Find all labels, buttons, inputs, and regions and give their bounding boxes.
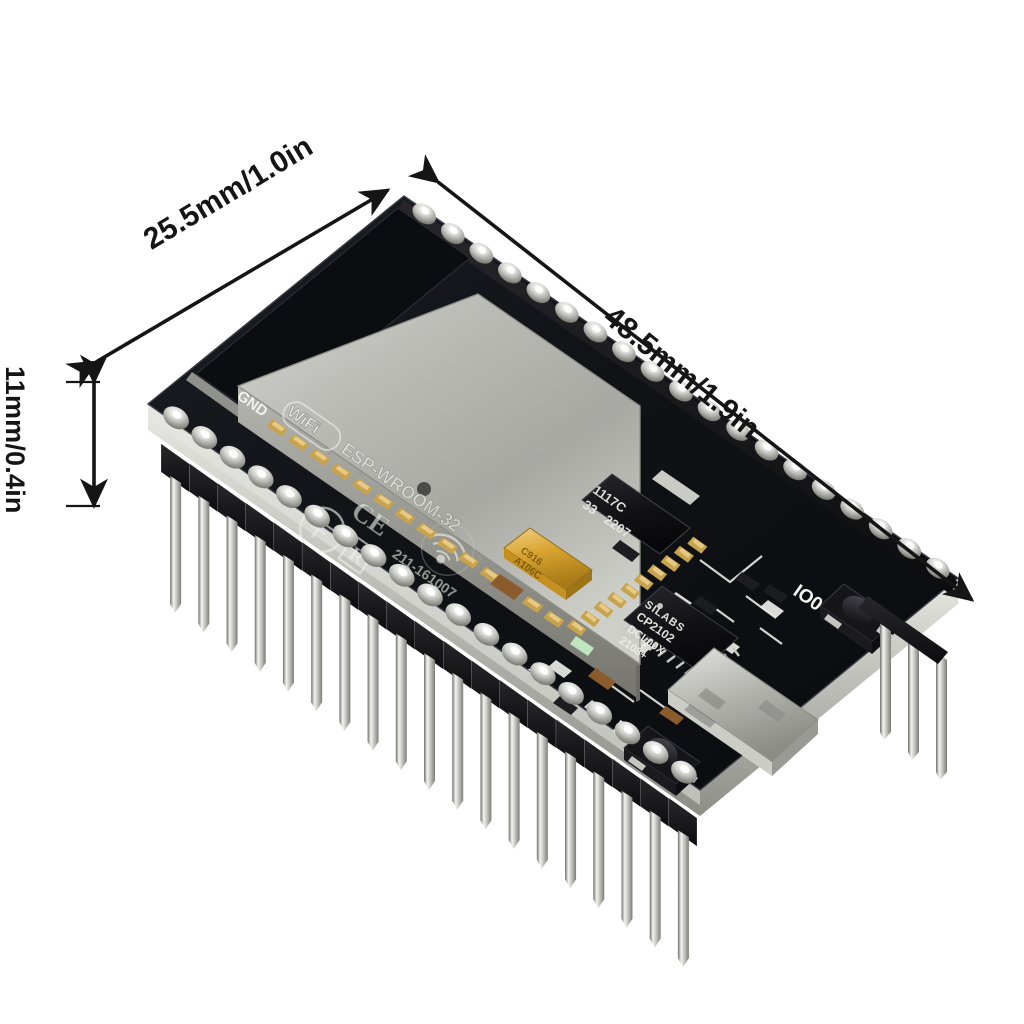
header-pin [677, 830, 689, 968]
header-plastic-block [302, 542, 331, 591]
header-plastic-block [245, 502, 274, 551]
header-pin-assembly [358, 544, 387, 751]
header-pin [367, 613, 379, 751]
usb-uart-bridge-ic: SILABS CP2102 DCL00X 2108+ [617, 585, 740, 675]
pin-highlight [313, 509, 323, 518]
header-pin-assembly [499, 642, 528, 850]
header-plastic-block [273, 522, 302, 571]
header-pin [565, 751, 577, 889]
header-pin [621, 790, 633, 928]
pin-highlight [454, 607, 464, 616]
power-led [570, 636, 594, 656]
pin-highlight [172, 410, 182, 419]
header-plastic-block [443, 640, 472, 689]
pin-highlight [567, 686, 577, 695]
castellation-highlight [356, 480, 370, 491]
pin-highlight [228, 450, 239, 459]
header-pin [593, 771, 605, 909]
ic-pin1-dot [657, 603, 663, 609]
header-pin [282, 554, 294, 692]
header-pin-assembly [302, 504, 331, 712]
header-pin [508, 712, 520, 850]
header-plastic-block [668, 798, 697, 847]
header-plastic-block [556, 719, 585, 768]
far-header-long-pins [858, 596, 948, 780]
pin-header-row-near [161, 406, 697, 968]
header-pin-assembly [189, 426, 218, 633]
header-plastic-block [640, 778, 669, 827]
header-pin-assembly [273, 485, 302, 692]
header-pin [452, 672, 464, 810]
header-pin-assembly [443, 603, 472, 810]
castellation-highlight [585, 612, 598, 623]
micro-usb-connector [667, 647, 819, 776]
header-plastic-block [330, 561, 359, 610]
header-pin [395, 633, 407, 771]
header-plastic-block [499, 680, 528, 729]
pin-highlight [285, 489, 295, 498]
header-pin [880, 612, 891, 740]
header-pin-assembly [161, 406, 190, 613]
wifi-logo-ring [282, 401, 342, 451]
castellation-highlight [335, 465, 349, 476]
header-plastic-block [471, 660, 500, 709]
castellation-highlight [314, 450, 328, 461]
header-plastic-block [358, 581, 387, 630]
header-pin-assembly [556, 681, 585, 889]
header-pin [311, 574, 323, 712]
header-plastic-block [386, 601, 415, 650]
header-pin [908, 632, 919, 760]
header-pin [649, 810, 661, 948]
header-pin-assembly [584, 701, 613, 909]
castellation-highlight [292, 436, 306, 447]
header-pin-assembly [527, 662, 556, 869]
header-pin [936, 652, 947, 780]
pin-highlight [510, 646, 521, 656]
header-plastic-block [415, 621, 443, 669]
pin-highlight [398, 568, 408, 577]
castellation-highlight [378, 494, 392, 505]
header-plastic-block [612, 758, 641, 807]
header-pin-assembly [217, 445, 246, 653]
pin-highlight [651, 745, 662, 754]
pin-highlight [341, 528, 351, 538]
header-plastic-block [584, 739, 613, 788]
header-pin-assembly [668, 760, 697, 968]
header-pin [424, 653, 435, 790]
pin-highlight [595, 705, 605, 715]
pin-highlight [680, 765, 690, 774]
pin-highlight [539, 666, 549, 675]
header-pin-assembly [640, 741, 669, 948]
header-plastic-block [217, 483, 246, 532]
header-pin-assembly [245, 465, 274, 672]
header-pin [339, 593, 351, 731]
header-pin-assembly [471, 622, 500, 830]
pin-highlight [482, 627, 492, 636]
castellation-highlight [271, 421, 285, 432]
header-pin [198, 495, 210, 633]
header-plastic-block [858, 596, 948, 664]
header-pin [226, 515, 238, 653]
header-pin [536, 731, 548, 869]
header-plastic-block [527, 699, 556, 748]
pin-highlight [200, 430, 210, 439]
header-pin [254, 534, 266, 672]
header-pin [480, 692, 492, 830]
pin-highlight [257, 469, 267, 478]
castellation-highlight [598, 603, 611, 613]
pin-highlight [623, 725, 633, 734]
castellation-highlight [548, 612, 562, 623]
header-plastic-block [189, 463, 218, 512]
header-plastic-block [161, 443, 190, 492]
header-pin [170, 475, 182, 613]
castellation-highlight [571, 621, 584, 632]
height-dimension-label: 11mm/0.4in [0, 366, 30, 514]
pin-highlight [369, 548, 380, 557]
header-pin-assembly [612, 721, 641, 928]
header-pin-assembly [330, 524, 359, 731]
